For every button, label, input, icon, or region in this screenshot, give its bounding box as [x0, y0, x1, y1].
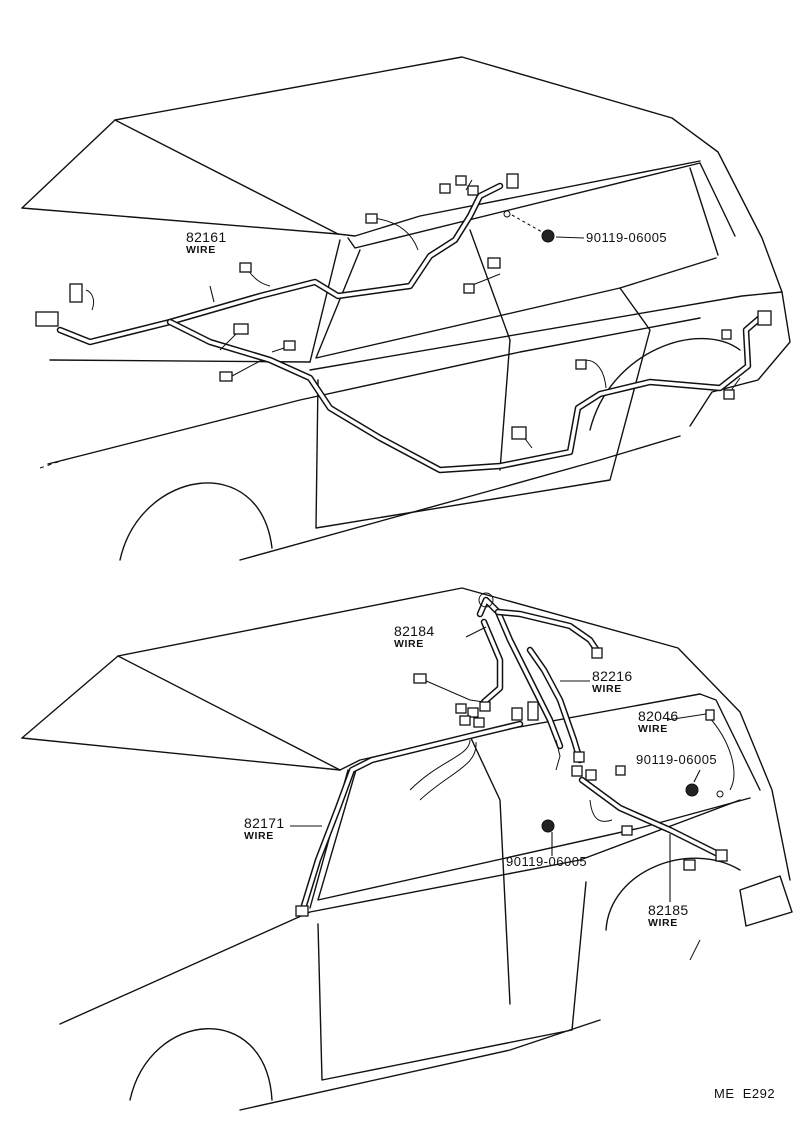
- top-leaders: [209, 214, 585, 303]
- callout-82161: 82161 WIRE: [186, 230, 226, 256]
- bottom-leaders: [290, 626, 707, 902]
- top-harness: [35, 173, 772, 474]
- part-description: WIRE: [638, 723, 668, 735]
- top-vehicle-body: [21, 56, 791, 561]
- callout-82216: 82216 WIRE: [592, 669, 632, 695]
- part-number: 82216: [592, 668, 633, 684]
- part-number: 82046: [638, 708, 679, 724]
- callout-82046: 82046 WIRE: [638, 709, 678, 735]
- part-description: WIRE: [186, 244, 216, 256]
- part-number: 82161: [186, 229, 227, 245]
- part-number: 82185: [648, 902, 689, 918]
- callout-bolt-top: 90119-06005: [586, 230, 668, 245]
- bottom-vehicle-body: [21, 587, 793, 1111]
- part-description: WIRE: [394, 638, 424, 650]
- part-number: 82184: [394, 623, 435, 639]
- bottom-harnesses: [295, 592, 735, 917]
- part-description: WIRE: [648, 917, 678, 929]
- part-description: WIRE: [592, 683, 622, 695]
- part-number: 82171: [244, 815, 285, 831]
- part-description: WIRE: [244, 830, 274, 842]
- callout-bolt-center: 90119-06005: [506, 854, 588, 869]
- callout-bolt-right: 90119-06005: [636, 752, 718, 767]
- callout-82171: 82171 WIRE: [244, 816, 284, 842]
- callout-82184: 82184 WIRE: [394, 624, 434, 650]
- callout-82185: 82185 WIRE: [648, 903, 688, 929]
- figure-code: ME E292: [714, 1086, 776, 1101]
